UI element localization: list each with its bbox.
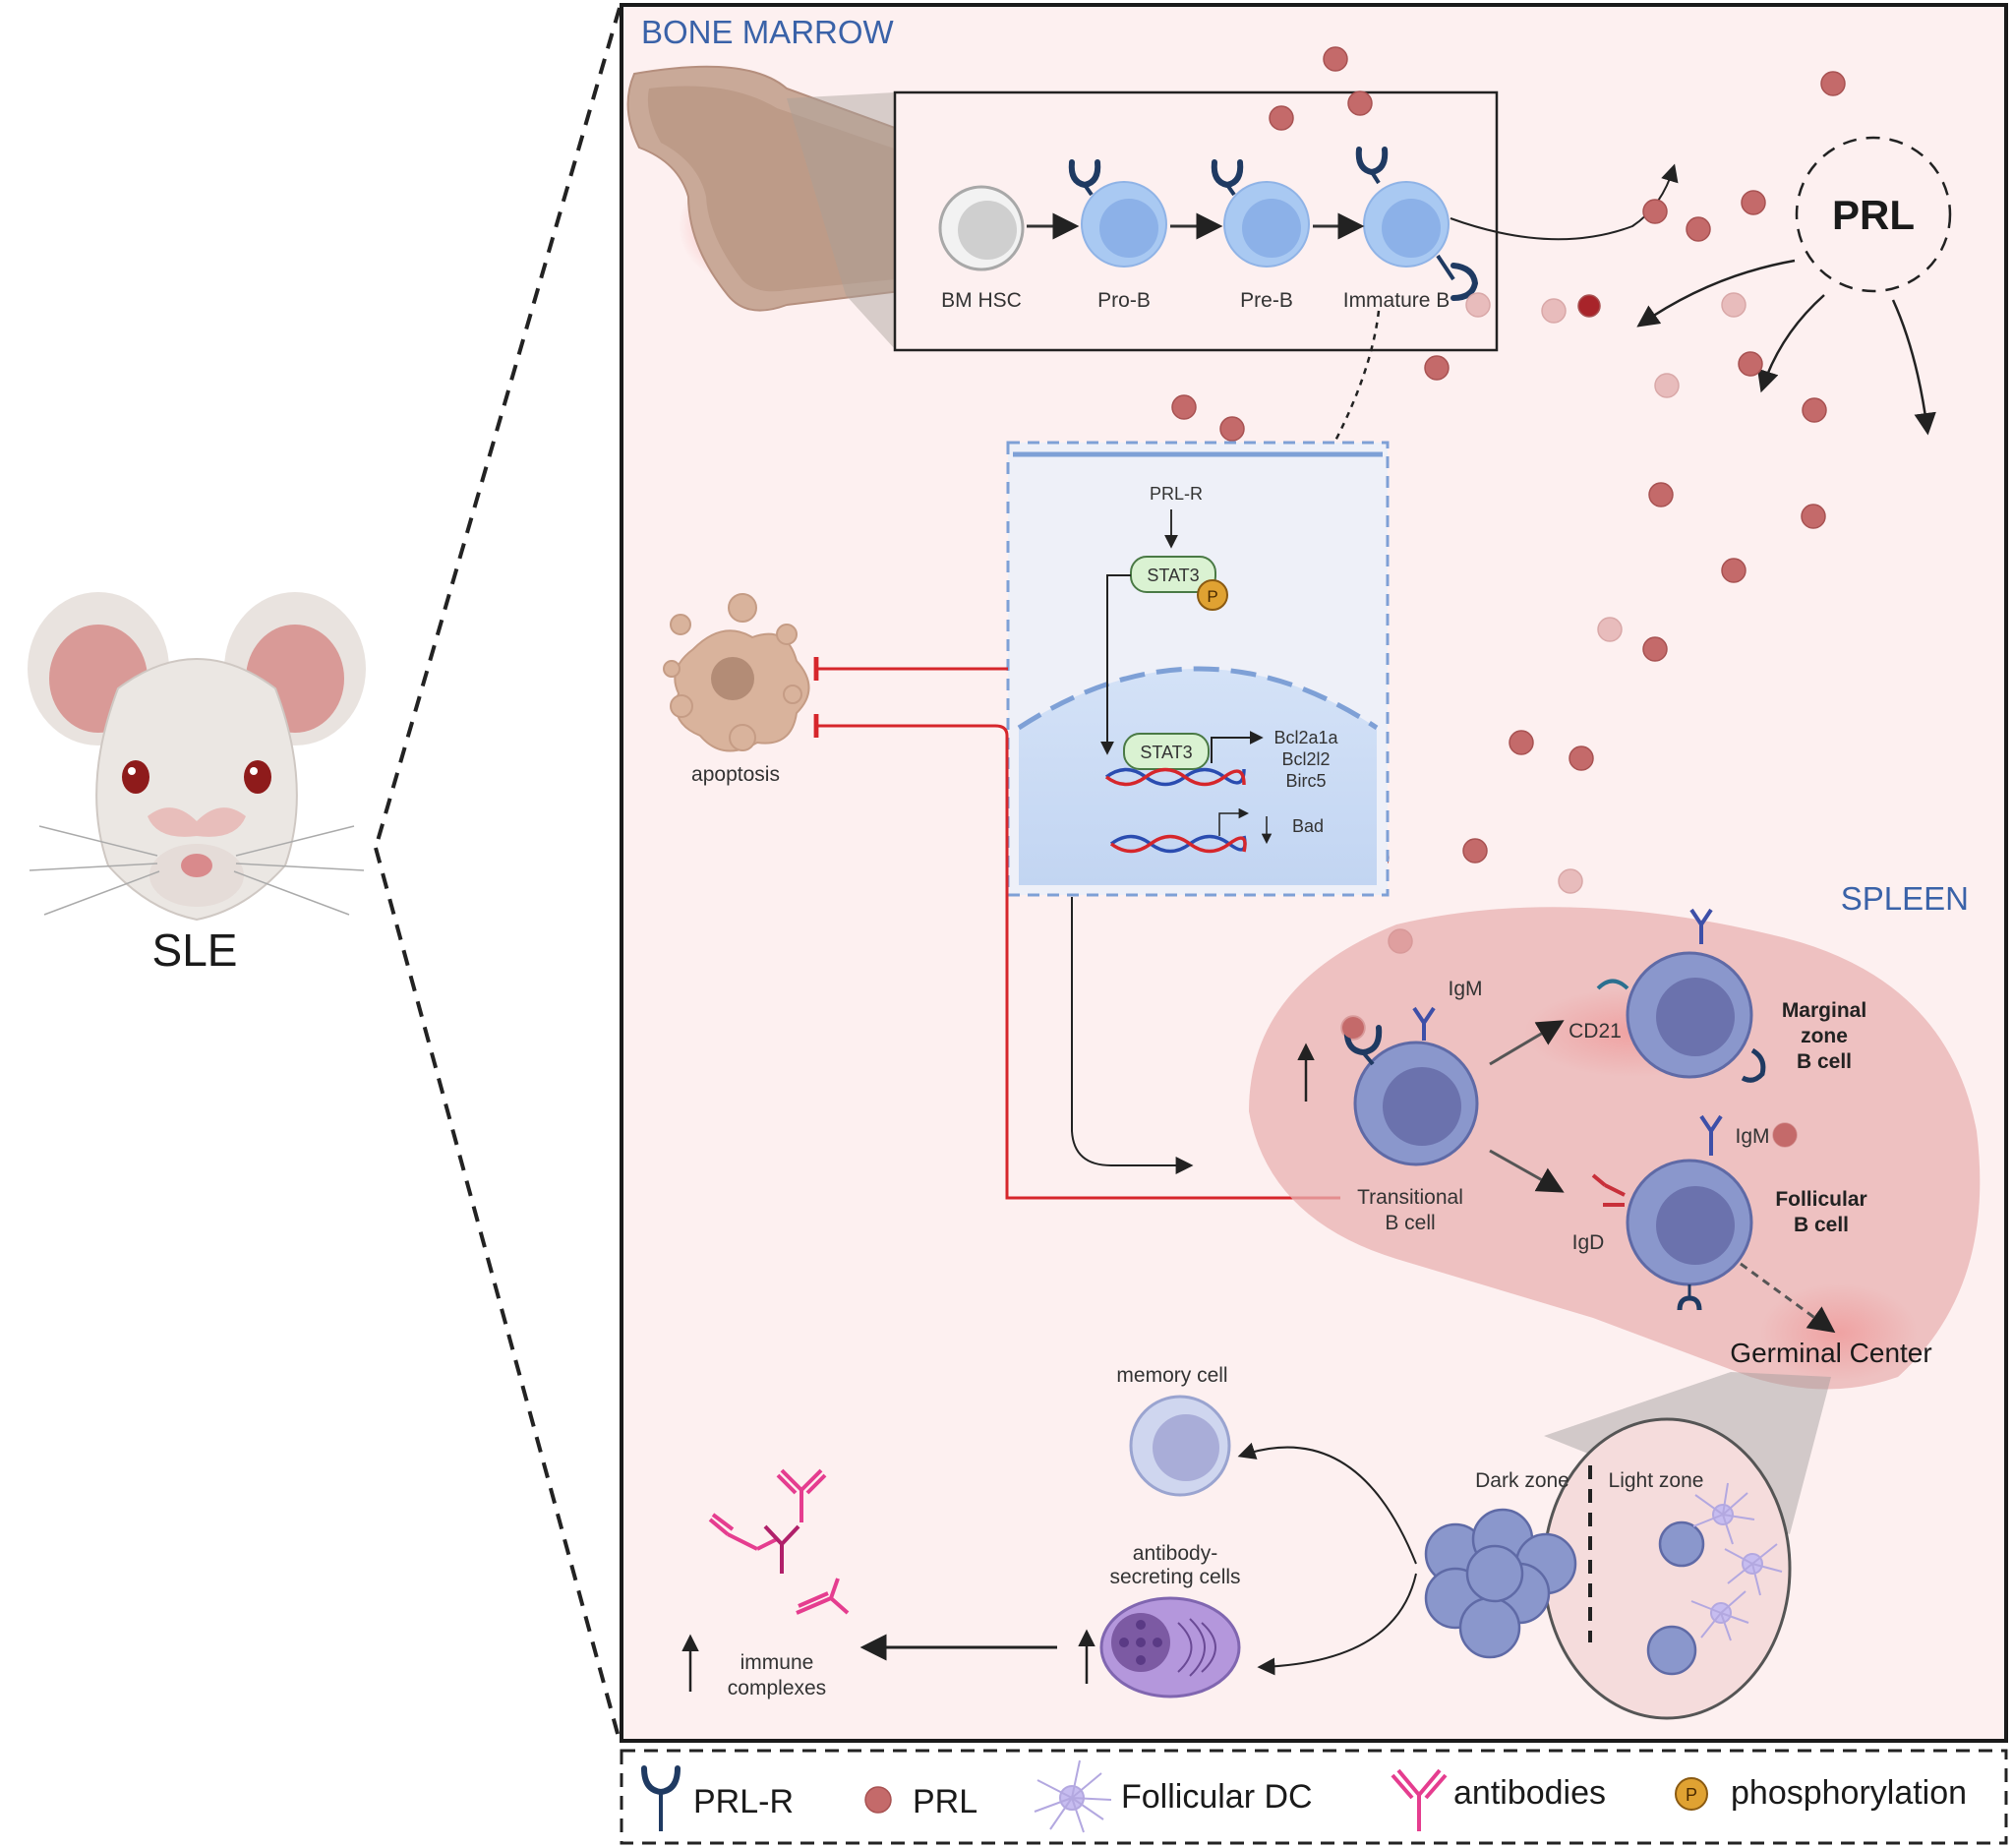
arrow-prl-1 [1636, 259, 1796, 328]
arrow-bad-promoter [1218, 807, 1250, 836]
prl-cloud [1795, 136, 1952, 293]
arrow-to-marginal [1489, 1020, 1565, 1066]
asc-label-2: secreting cells [1109, 1566, 1240, 1588]
arrow-to-follicular [1489, 1149, 1565, 1193]
prl-cloud-label: PRL [1832, 192, 1915, 238]
arrow-to-germinal-center [1740, 1262, 1836, 1334]
transitional-label-2: B cell [1385, 1212, 1435, 1234]
antibody-icon [1391, 1768, 1448, 1831]
arrow-signaling-to-spleen [1071, 897, 1194, 1174]
hsc-label: BM HSC [941, 289, 1022, 312]
pro-b-label: Pro-B [1097, 289, 1151, 312]
legend-phospho-glyph: P [1686, 1785, 1697, 1805]
prl-near-follicular [1773, 1123, 1797, 1147]
bone-illustration [626, 65, 950, 349]
gene-up-1: Bcl2a1a [1273, 728, 1338, 747]
transitional-label-1: Transitional [1357, 1186, 1463, 1209]
zoom-line-top [374, 7, 622, 849]
legend-fdc-label: Follicular DC [1121, 1778, 1313, 1816]
stat3-nucleus-label: STAT3 [1140, 743, 1192, 762]
hsc-cell [938, 185, 1025, 271]
legend-phosphorylation-label: phosphorylation [1731, 1774, 1967, 1812]
bone-marrow-label: BONE MARROW [641, 14, 895, 50]
legend-box [620, 1749, 2008, 1845]
legend-antibodies-label: antibodies [1453, 1774, 1606, 1812]
antibodies-cluster [708, 1468, 850, 1615]
arrow-gc-to-asc [1257, 1573, 1417, 1676]
pre-b-cell [1211, 159, 1310, 268]
spleen-shape [1249, 907, 1981, 1390]
light-zone-cells [1646, 1520, 1705, 1676]
dna-upregulated-icon [1104, 767, 1246, 787]
dark-zone-cells [1424, 1508, 1577, 1659]
legend-prl-label: PRL [913, 1783, 977, 1820]
arrow-prl-2 [1756, 294, 1825, 393]
follicular-dc-icon [1034, 1759, 1112, 1833]
igm-top-label: IgM [1448, 978, 1482, 1000]
immature-b-label: Immature B [1343, 289, 1451, 312]
asc-label-1: antibody- [1133, 1542, 1217, 1565]
cd21-label: CD21 [1569, 1020, 1622, 1043]
dna-downregulated-icon [1109, 834, 1247, 854]
marginal-zone-b-cell [1596, 908, 1766, 1083]
apoptotic-cell-icon [663, 593, 810, 752]
igm-follicular-label: IgM [1735, 1125, 1769, 1148]
arrow-gc-to-memory [1237, 1442, 1417, 1565]
apoptosis-label: apoptosis [691, 763, 780, 786]
nuclear-envelope [1017, 666, 1379, 731]
arrow-prl-3 [1891, 299, 1936, 436]
marginal-label-1: Marginal [1782, 999, 1866, 1022]
phosphorylation-icon [1675, 1777, 1708, 1811]
mouse-illustration [28, 592, 366, 922]
marginal-label-2: zone [1801, 1025, 1848, 1047]
arrow-stat3-translocation [1100, 574, 1131, 755]
memory-cell [1129, 1395, 1231, 1497]
inhibition-transitional-to-apoptosis [813, 714, 1340, 1200]
receptor-label: PRL-R [1150, 484, 1203, 504]
stat3-cytoplasm-label: STAT3 [1147, 566, 1199, 585]
prl-molecule-icon [864, 1786, 892, 1814]
follicular-label-1: Follicular [1775, 1188, 1866, 1211]
germinal-center-label: Germinal Center [1730, 1338, 1931, 1368]
follicular-dc-cells [1690, 1482, 1783, 1641]
arrow-gene-activation [1211, 731, 1264, 763]
zoom-line-bottom [374, 847, 622, 1742]
phosphate-icon [1197, 579, 1228, 611]
transitional-b-cell [1342, 1006, 1479, 1166]
gene-up-3: Birc5 [1285, 771, 1326, 791]
arrow-immature-exit [1450, 163, 1679, 241]
gene-up-2: Bcl2l2 [1281, 749, 1330, 769]
memory-label: memory cell [1116, 1364, 1227, 1387]
spleen-label: SPLEEN [1841, 880, 1969, 917]
follicular-b-cell [1591, 1114, 1753, 1311]
gene-down: Bad [1292, 816, 1324, 836]
pre-b-label: Pre-B [1240, 289, 1293, 312]
light-zone-label: Light zone [1609, 1469, 1704, 1492]
phospho-label: P [1207, 587, 1217, 606]
dark-zone-label: Dark zone [1475, 1469, 1569, 1492]
prl-molecules-faded [1465, 292, 1747, 894]
pro-b-cell [1068, 159, 1167, 268]
prl-receptor-icon [641, 1765, 681, 1831]
igd-label: IgD [1572, 1231, 1605, 1254]
follicular-label-2: B cell [1794, 1214, 1849, 1236]
antibody-secreting-cell [1099, 1596, 1241, 1699]
immature-b-cell [1355, 147, 1479, 301]
marginal-label-3: B cell [1797, 1050, 1852, 1073]
subject-label: SLE [152, 924, 238, 976]
immune-label-2: complexes [728, 1677, 826, 1699]
immune-label-1: immune [740, 1651, 814, 1674]
legend-prl-r-label: PRL-R [693, 1783, 794, 1820]
